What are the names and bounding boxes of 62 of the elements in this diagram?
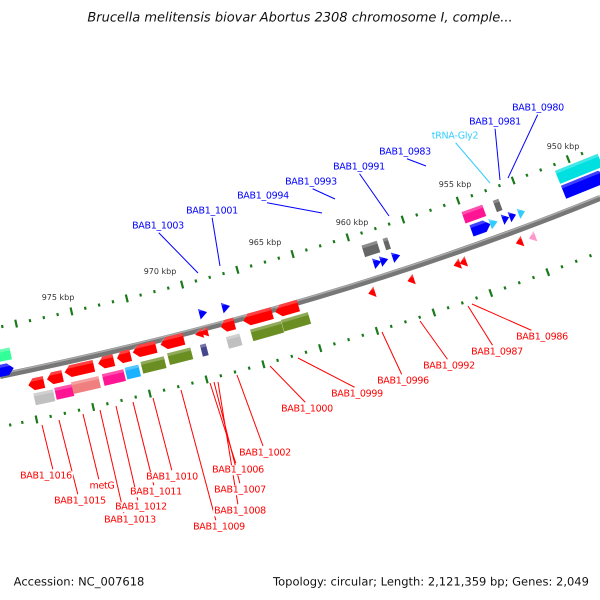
map-title: Brucella melitensis biovar Abortus 2308 chromosome I, comple...	[87, 12, 513, 24]
scale-label: 955 kbp	[438, 181, 472, 189]
gene-label: BAB1_0992	[422, 361, 476, 371]
gene-label: BAB1_1010	[145, 472, 199, 482]
leader-line	[455, 142, 490, 184]
leader-line	[132, 402, 154, 486]
leader-line	[214, 382, 240, 484]
leader-line	[266, 202, 322, 214]
scale-label: 970 kbp	[144, 268, 176, 276]
leader-line	[468, 306, 494, 346]
gene-label: BAB1_0987	[470, 347, 524, 357]
gene-label: BAB1_1003	[131, 221, 185, 231]
gene-label: BAB1_1015	[53, 496, 107, 506]
gene-label: BAB1_0983	[378, 147, 432, 157]
leader-line	[236, 374, 264, 446]
scale-label: 975 kbp	[42, 294, 74, 302]
scale-label: 950 kbp	[546, 143, 580, 151]
leader-line	[406, 158, 426, 166]
gene-label: BAB1_1002	[238, 448, 292, 458]
leader-line	[100, 410, 124, 514]
gene-label: BAB1_0991	[332, 162, 386, 172]
leader-line	[212, 217, 220, 266]
leader-line	[312, 188, 336, 200]
gene-label: BAB1_1011	[129, 487, 183, 497]
leader-line	[158, 232, 198, 274]
leader-line	[472, 304, 532, 331]
leader-line	[382, 332, 402, 375]
gene-label: BAB1_1012	[114, 502, 168, 512]
gene-label: BAB1_1006	[211, 465, 265, 475]
leader-line	[298, 358, 356, 388]
gene-label: BAB1_0994	[236, 191, 290, 201]
gene-label: BAB1_0999	[330, 389, 384, 399]
gene-label: BAB1_1009	[192, 522, 246, 532]
gene-label: BAB1_1013	[103, 515, 157, 525]
scale-label: 965 kbp	[248, 239, 282, 247]
leader-line	[508, 114, 538, 178]
gene-label: BAB1_1016	[19, 471, 73, 481]
gene-label: BAB1_1001	[185, 206, 239, 216]
leader-line	[58, 420, 78, 495]
leader-line	[152, 398, 172, 471]
genome-stats-text: Topology: circular; Length: 2,121,359 bp; Genes: 2,049	[273, 576, 589, 588]
leader-line	[82, 414, 100, 480]
gene-label: BAB1_0996	[376, 376, 430, 386]
gene-label: tRNA-Gly2	[430, 131, 480, 141]
leader-line	[42, 424, 54, 470]
gene-label: BAB1_0986	[515, 332, 569, 342]
leader-line	[116, 406, 138, 501]
leader-line	[494, 128, 500, 180]
gene-label: BAB1_0993	[284, 177, 338, 187]
accession-text: Accession: NC_007618	[14, 576, 144, 588]
gene-label: BAB1_0980	[511, 103, 565, 113]
gene-label: BAB1_1000	[280, 404, 334, 414]
gene-label: metG	[88, 481, 116, 491]
leader-line	[359, 173, 390, 216]
leader-line	[420, 320, 448, 360]
leader-line	[270, 366, 306, 403]
gene-label: BAB1_0981	[468, 117, 522, 127]
gene-label: BAB1_1008	[213, 506, 267, 516]
leader-line	[210, 382, 236, 464]
leader-line	[180, 390, 216, 521]
scale-label: 960 kbp	[336, 219, 368, 227]
gene-label: BAB1_1007	[213, 485, 267, 495]
